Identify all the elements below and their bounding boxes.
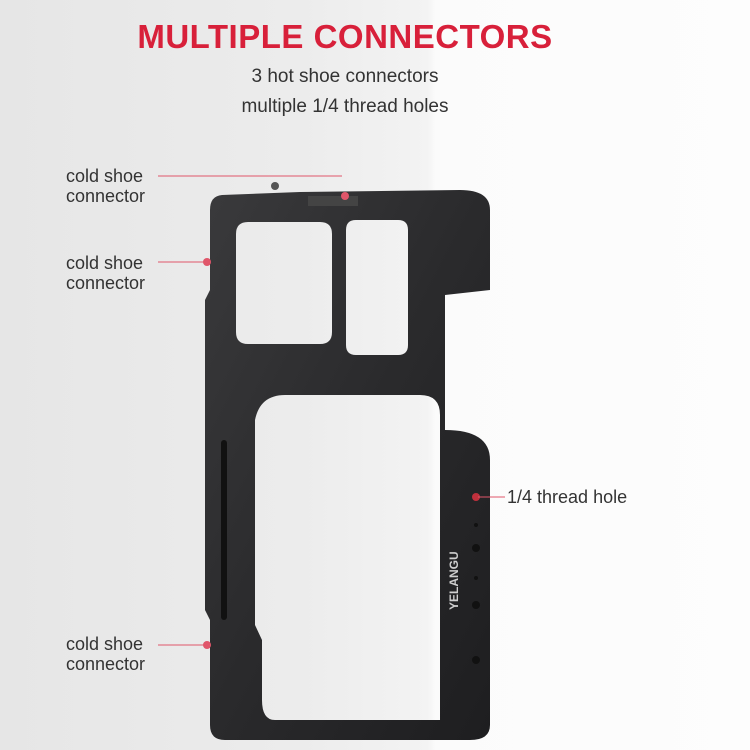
thread-holes (472, 493, 480, 664)
callout-text: connector (66, 654, 146, 674)
brand-logo: YELANGU (447, 551, 461, 610)
callout-text: connector (66, 186, 146, 206)
cage-body (205, 190, 490, 740)
top-cold-shoe (308, 196, 358, 206)
callout-lines (158, 175, 505, 646)
subtitle-thread-holes: multiple 1/4 thread holes (241, 96, 449, 117)
side-slot (221, 440, 227, 620)
callout-top-cold-shoe: cold shoe connector (66, 166, 145, 206)
page-title: MULTIPLE CONNECTORS (137, 18, 553, 55)
top-screw (271, 182, 279, 190)
callout-markers (203, 192, 349, 649)
callout-thread-hole: 1/4 thread hole (507, 487, 628, 507)
callout-text: connector (66, 273, 146, 293)
callout-text: cold shoe (66, 634, 144, 654)
callout-bottom-cold-shoe: cold shoe connector (66, 634, 145, 674)
subtitle-hot-shoe: 3 hot shoe connectors (251, 66, 439, 87)
callout-left-cold-shoe: cold shoe connector (66, 253, 145, 293)
callout-text: cold shoe (66, 166, 144, 186)
callout-text: cold shoe (66, 253, 144, 273)
